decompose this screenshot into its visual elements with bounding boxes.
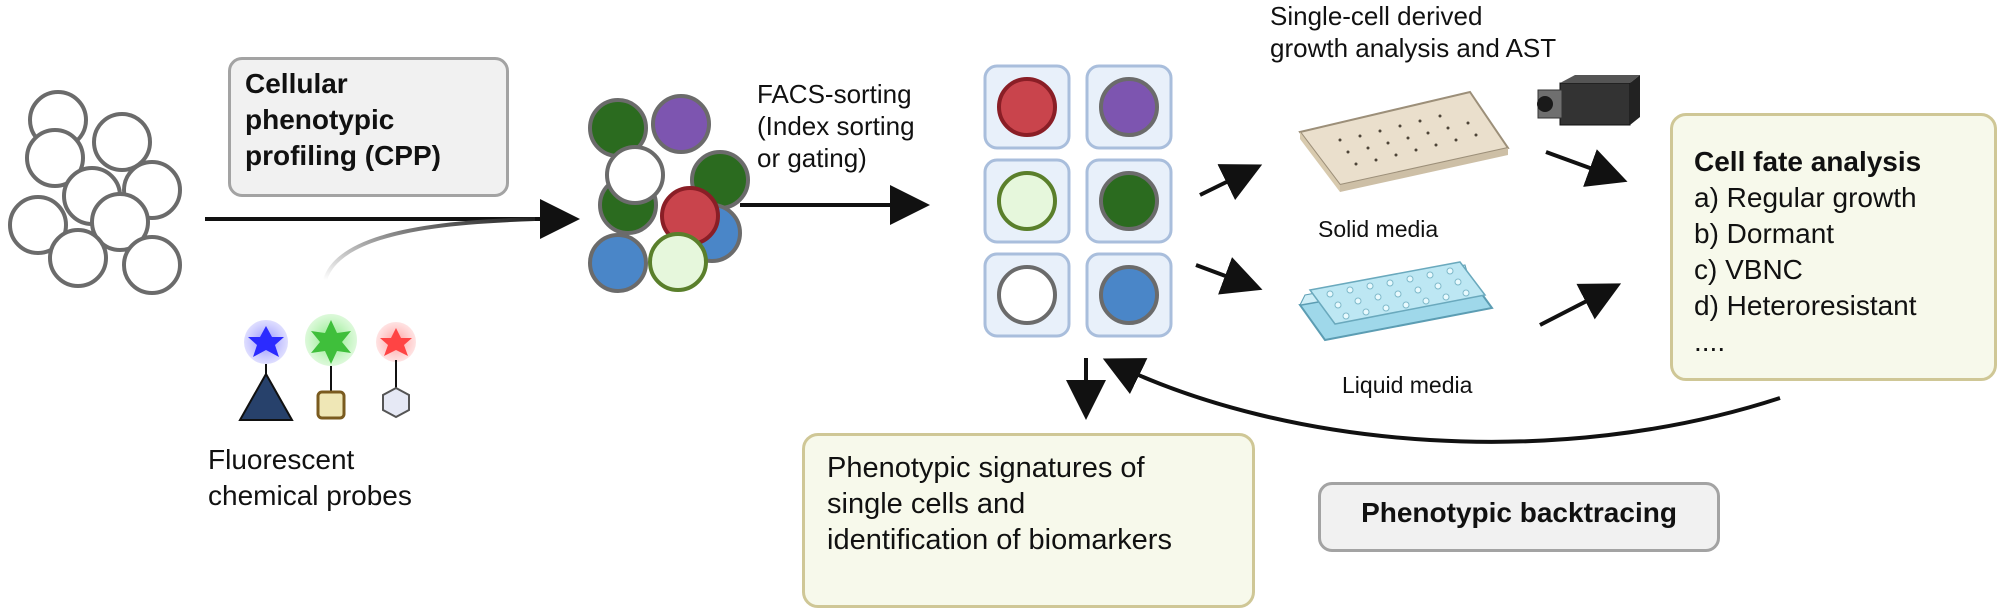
cell-fate-item-more: ....	[1694, 326, 1726, 357]
facs-line-3: or gating)	[757, 143, 867, 173]
backtracing-box	[1318, 482, 1720, 552]
camera-icon	[1537, 75, 1640, 126]
cell-fate-item-c: c) VBNC	[1694, 254, 1803, 285]
cell-fate-title: Cell fate analysis	[1694, 146, 1922, 177]
arrow-to-solid-media	[1199, 164, 1263, 201]
probe-connector-curve	[323, 217, 536, 281]
solid-media-plate	[1298, 90, 1510, 192]
probes-line-2: chemical probes	[208, 480, 412, 511]
cell-fate-box	[1670, 113, 1997, 381]
growth-line-2: growth analysis and AST	[1270, 33, 1557, 63]
cpp-line-3: profiling (CPP)	[245, 140, 441, 171]
signatures-line-1: Phenotypic signatures of	[827, 452, 1145, 484]
facs-line-1: FACS-sorting	[757, 79, 912, 109]
triangle-scaffold-icon	[238, 371, 294, 421]
facs-line-2: (Index sorting	[757, 111, 915, 141]
arrow-to-liquid-media	[1195, 257, 1263, 295]
star-probe-red-icon	[380, 328, 412, 356]
square-scaffold-icon	[316, 390, 346, 420]
cpp-label: Cellular phenotypic profiling (CPP)	[245, 66, 441, 174]
cell-cluster-labeled	[588, 94, 750, 293]
growth-label: Single-cell derived growth analysis and …	[1270, 0, 1556, 64]
signatures-line-2: single cells and	[827, 488, 1026, 520]
probes-line-1: Fluorescent	[208, 444, 355, 475]
arrow-liquid-to-fate	[1539, 283, 1622, 327]
hexagon-scaffold-icon	[382, 386, 410, 419]
signatures-box	[802, 433, 1255, 608]
cell-fate-item-d: d) Heteroresistant	[1694, 290, 1917, 321]
facs-label: FACS-sorting (Index sorting or gating)	[757, 78, 915, 174]
liquid-media-label: Liquid media	[1342, 372, 1473, 398]
cpp-line-2: phenotypic	[245, 104, 395, 135]
cell-fate-content: Cell fate analysis a) Regular growth b) …	[1694, 144, 1921, 360]
backtracing-label: Phenotypic backtracing	[1361, 497, 1677, 528]
solid-media-label: Solid media	[1318, 216, 1439, 242]
star-probe-green-icon	[311, 320, 351, 364]
arrow-solid-to-fate	[1545, 149, 1628, 187]
probes-label: Fluorescent chemical probes	[208, 442, 412, 514]
cpp-line-1: Cellular	[245, 68, 348, 99]
cell-cluster-unlabeled	[8, 90, 182, 295]
cell-fate-item-a: a) Regular growth	[1694, 182, 1917, 213]
star-probe-blue-icon	[248, 326, 284, 357]
arrow-backtracing	[1102, 358, 1781, 444]
sorted-wells-grid	[983, 64, 1173, 338]
signatures-line-3: identification of biomarkers	[827, 524, 1172, 556]
cpp-box	[228, 57, 509, 197]
probe-red	[376, 322, 416, 419]
signatures-content: Phenotypic signatures of single cells an…	[827, 450, 1172, 558]
probe-blue	[238, 320, 294, 421]
cell-fate-item-b: b) Dormant	[1694, 218, 1835, 249]
liquid-media-plate	[1298, 261, 1494, 342]
growth-line-1: Single-cell derived	[1270, 1, 1483, 31]
probe-green	[305, 314, 357, 420]
